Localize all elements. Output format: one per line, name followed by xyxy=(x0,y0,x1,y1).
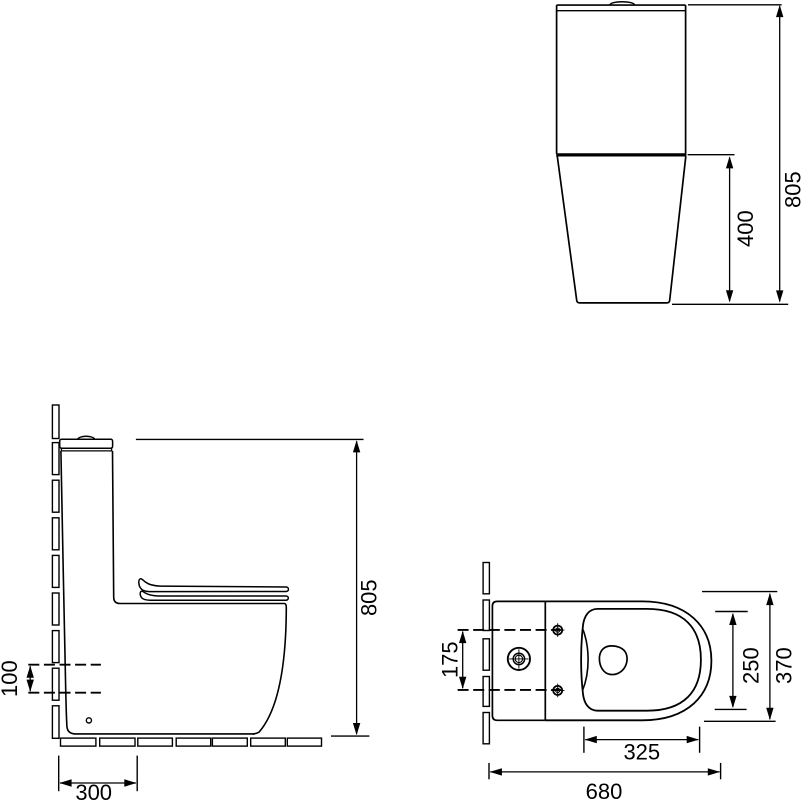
svg-text:400: 400 xyxy=(733,210,758,247)
svg-text:370: 370 xyxy=(771,647,796,684)
svg-text:805: 805 xyxy=(357,579,382,616)
svg-text:100: 100 xyxy=(0,660,22,697)
svg-text:325: 325 xyxy=(623,739,660,764)
svg-text:805: 805 xyxy=(780,171,803,208)
svg-text:175: 175 xyxy=(437,641,462,678)
svg-text:300: 300 xyxy=(75,780,112,800)
svg-text:250: 250 xyxy=(739,647,764,684)
svg-text:680: 680 xyxy=(586,779,623,800)
